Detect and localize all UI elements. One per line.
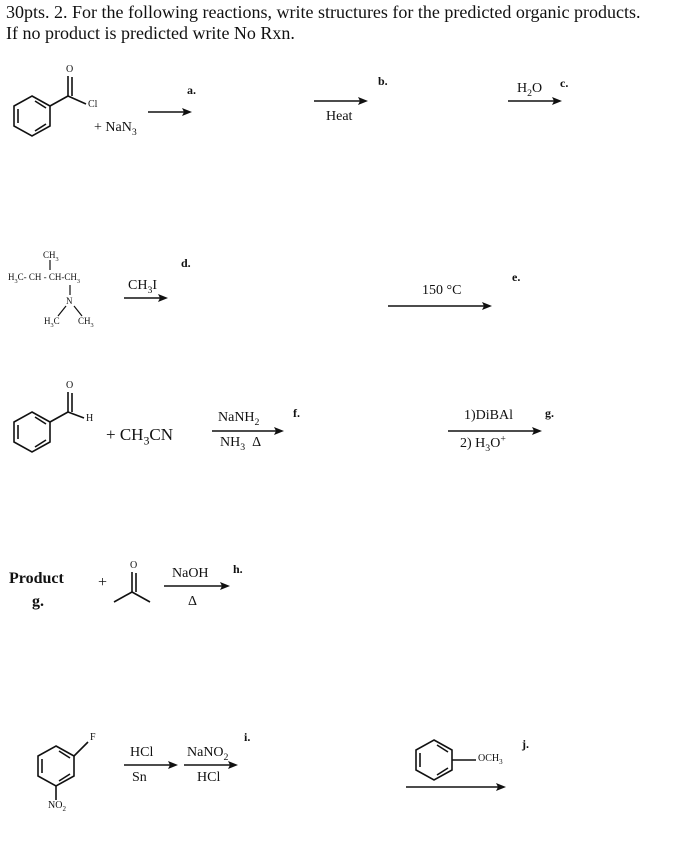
reagent-water: H2O	[517, 81, 543, 99]
product-label: Product	[9, 570, 64, 587]
label-d: d.	[181, 256, 191, 270]
label-g: g.	[545, 406, 554, 420]
reagent-tin: Sn	[132, 770, 147, 785]
label-f: f.	[293, 406, 300, 420]
fluoronitrobenzene-structure	[37, 741, 89, 800]
benzaldehyde-structure	[13, 392, 85, 453]
reagent-dibal: 1)DiBAl	[464, 408, 513, 423]
chloro-label: Cl	[88, 99, 98, 110]
reagent-temperature: 150 °C	[422, 283, 462, 298]
reagent-sodium-amide: NaNH2	[218, 410, 260, 428]
reagent-sodium-azide: + NaN3	[94, 120, 137, 138]
amine-structure	[49, 260, 83, 317]
aldehyde-h-label: H	[86, 413, 94, 424]
aldehyde-o-label: O	[66, 380, 74, 391]
instructions-line-1: 30pts. 2. For the following reactions, w…	[6, 2, 641, 22]
plus-sign: +	[98, 574, 108, 591]
label-b: b.	[378, 74, 388, 88]
ketone-o-label: O	[130, 560, 138, 571]
label-j: j.	[522, 737, 529, 751]
nitrogen-label: N	[66, 296, 73, 306]
label-i: i.	[244, 730, 251, 744]
reagent-acetonitrile: + CH3CN	[106, 425, 174, 448]
label-e: e.	[512, 270, 521, 284]
product-g-label: g.	[32, 593, 44, 610]
reagent-heat: Heat	[326, 109, 353, 124]
nitro-label: NO2	[48, 800, 66, 813]
reagent-methyl-iodide: CH3I	[128, 278, 158, 296]
label-h: h.	[233, 562, 243, 576]
fluoro-label: F	[90, 732, 96, 743]
reagent-sodium-nitrite: NaNO2	[187, 745, 229, 763]
instructions-line-2: If no product is predicted write No Rxn.	[6, 23, 295, 43]
ch3-top-label: CH3	[43, 250, 59, 263]
label-a: a.	[187, 83, 196, 97]
benzoyl-chloride-structure	[13, 76, 87, 137]
reagent-delta: Δ	[188, 594, 198, 609]
instructions: 30pts. 2. For the following reactions, w…	[6, 2, 686, 44]
reagent-hcl-2: HCl	[197, 770, 221, 785]
anisole-structure	[415, 739, 476, 781]
methoxy-label: OCH3	[478, 753, 503, 766]
n-methyl-right-label: CH3	[78, 316, 94, 329]
acetone-structure	[113, 572, 151, 603]
carbonyl-o-label: O	[66, 64, 74, 75]
reagent-hcl: HCl	[130, 745, 154, 760]
n-methyl-left-label: H3C	[44, 316, 60, 329]
reagent-hydronium: 2) H3O+	[460, 433, 506, 454]
reagent-ammonia: NH3 Δ	[220, 435, 262, 453]
label-c: c.	[560, 76, 569, 90]
main-chain-label: H3C- CH - CH-CH3	[8, 272, 81, 285]
reagent-naoh: NaOH	[172, 566, 209, 581]
